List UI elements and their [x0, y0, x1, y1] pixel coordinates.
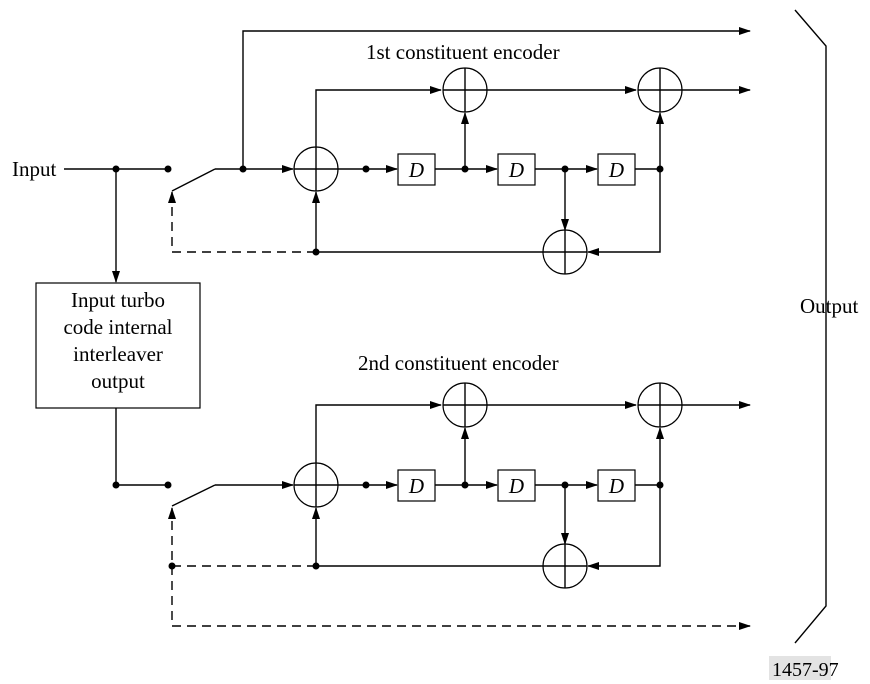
encoder1-delay1-label: D — [408, 158, 424, 182]
interleaver-box — [35, 282, 201, 409]
output-label: Output — [800, 294, 859, 318]
encoder1-switch-blade — [171, 168, 216, 192]
encoder2-delay3-label: D — [608, 474, 624, 498]
encoder2-delay2 — [497, 469, 536, 502]
encoder2-delay2-label: D — [508, 474, 524, 498]
encoder1-title: 1st constituent encoder — [366, 40, 560, 64]
encoder2-switch-blade — [171, 484, 216, 507]
encoder2-feedback-from-d3 — [587, 485, 661, 570]
encoder1-systematic-output — [242, 27, 751, 169]
encoder2-delay1-label: D — [408, 474, 424, 498]
interleaver-label-line1: Input turbo — [71, 288, 165, 312]
switch2-contact-dot — [164, 481, 172, 489]
encoder2-feedforward-line — [315, 401, 442, 463]
figure-id-background — [769, 656, 831, 680]
encoder2: 2nd constituent encoder D D D — [168, 351, 751, 630]
switch1-contact-dot — [164, 165, 172, 173]
interleaver-label-line3: interleaver — [73, 342, 163, 366]
encoder1-delay3-label: D — [608, 158, 624, 182]
encoder1-delay3 — [597, 153, 636, 186]
encoder1-delay1 — [397, 153, 436, 186]
encoder2-title: 2nd constituent encoder — [358, 351, 559, 375]
encoder1-delay2-label: D — [508, 158, 524, 182]
encoder2-termination-path — [168, 507, 316, 567]
encoder2-tail-output — [171, 566, 751, 630]
encoder2-delay1 — [397, 469, 436, 502]
input-label: Input — [12, 157, 56, 181]
figure-id: 1457-97 — [772, 659, 839, 681]
interleaver-label-line2: code internal — [63, 315, 172, 339]
encoder2-delay3 — [597, 469, 636, 502]
encoder1-delay2 — [497, 153, 536, 186]
interleaver-out-line — [115, 408, 168, 486]
encoder1-termination-path — [168, 191, 316, 253]
encoder1-feedback-from-d3 — [587, 169, 661, 256]
encoder1: 1st constituent encoder D D D — [168, 27, 751, 275]
output-bracket — [794, 9, 827, 644]
interleaver-junction-dot — [112, 481, 120, 489]
encoder1-feedforward-line — [315, 86, 442, 147]
interleaver-label-line4: output — [91, 369, 145, 393]
